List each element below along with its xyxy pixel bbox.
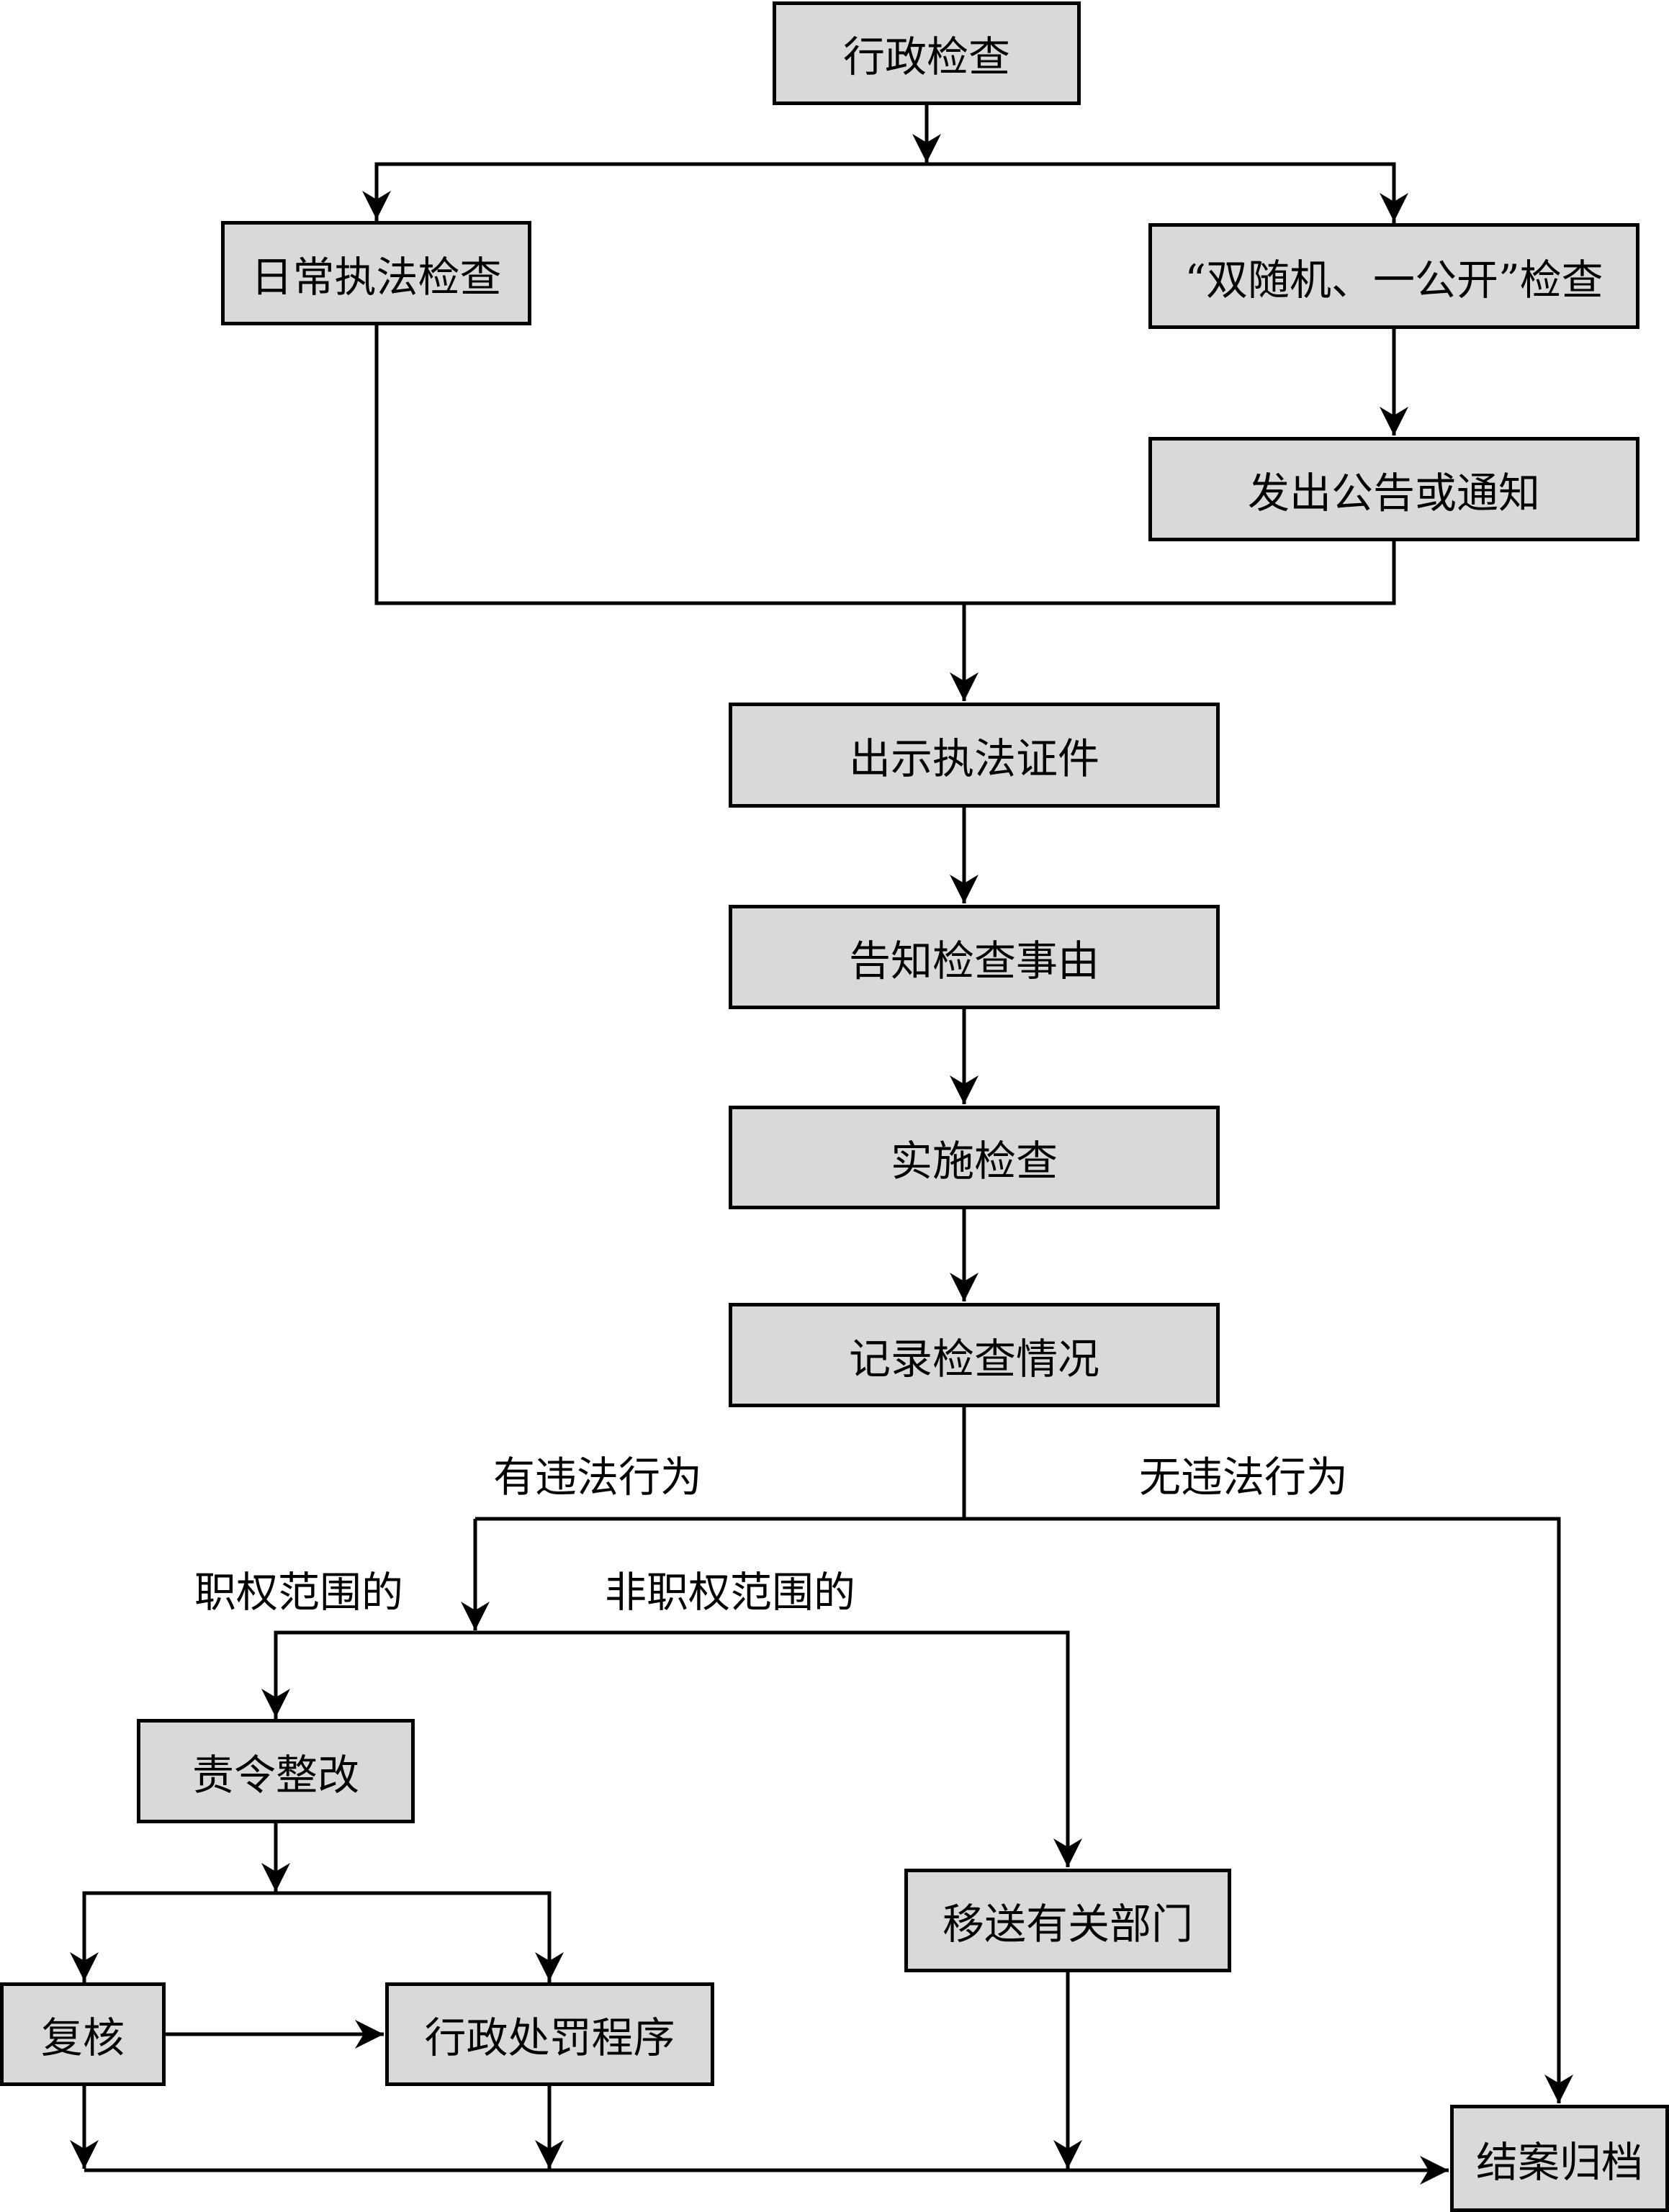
node-admin-inspection: 行政检查 — [773, 1, 1081, 105]
node-double-random: “双随机、一公开”检查 — [1148, 223, 1639, 329]
label-has-violation: 有违法行为 — [493, 1453, 703, 1502]
node-inform-reason: 告知检查事由 — [729, 905, 1220, 1009]
edge-merge — [374, 325, 1396, 605]
node-penalty-procedure: 行政处罚程序 — [385, 1982, 714, 2086]
node-close-archive: 结案归档 — [1450, 2105, 1669, 2212]
node-order-rectification: 责令整改 — [137, 1719, 415, 1823]
label-within-authority: 职权范围的 — [194, 1568, 404, 1617]
node-record-inspection: 记录检查情况 — [729, 1303, 1220, 1407]
edge-rectify-split — [82, 1891, 552, 1982]
label-no-violation: 无违法行为 — [1139, 1453, 1349, 1502]
node-show-credentials: 出示执法证件 — [729, 703, 1220, 808]
node-transfer-department: 移送有关部门 — [904, 1869, 1231, 1972]
node-conduct-inspection: 实施检查 — [729, 1106, 1220, 1209]
label-outside-authority: 非职权范围的 — [605, 1568, 856, 1617]
node-review: 复核 — [0, 1982, 166, 2086]
node-issue-notice: 发出公告或通知 — [1148, 437, 1639, 541]
node-routine-inspection: 日常执法检查 — [221, 221, 531, 325]
edge-no-violation — [964, 1517, 1573, 2103]
edge-split-horizontal — [374, 162, 1396, 223]
